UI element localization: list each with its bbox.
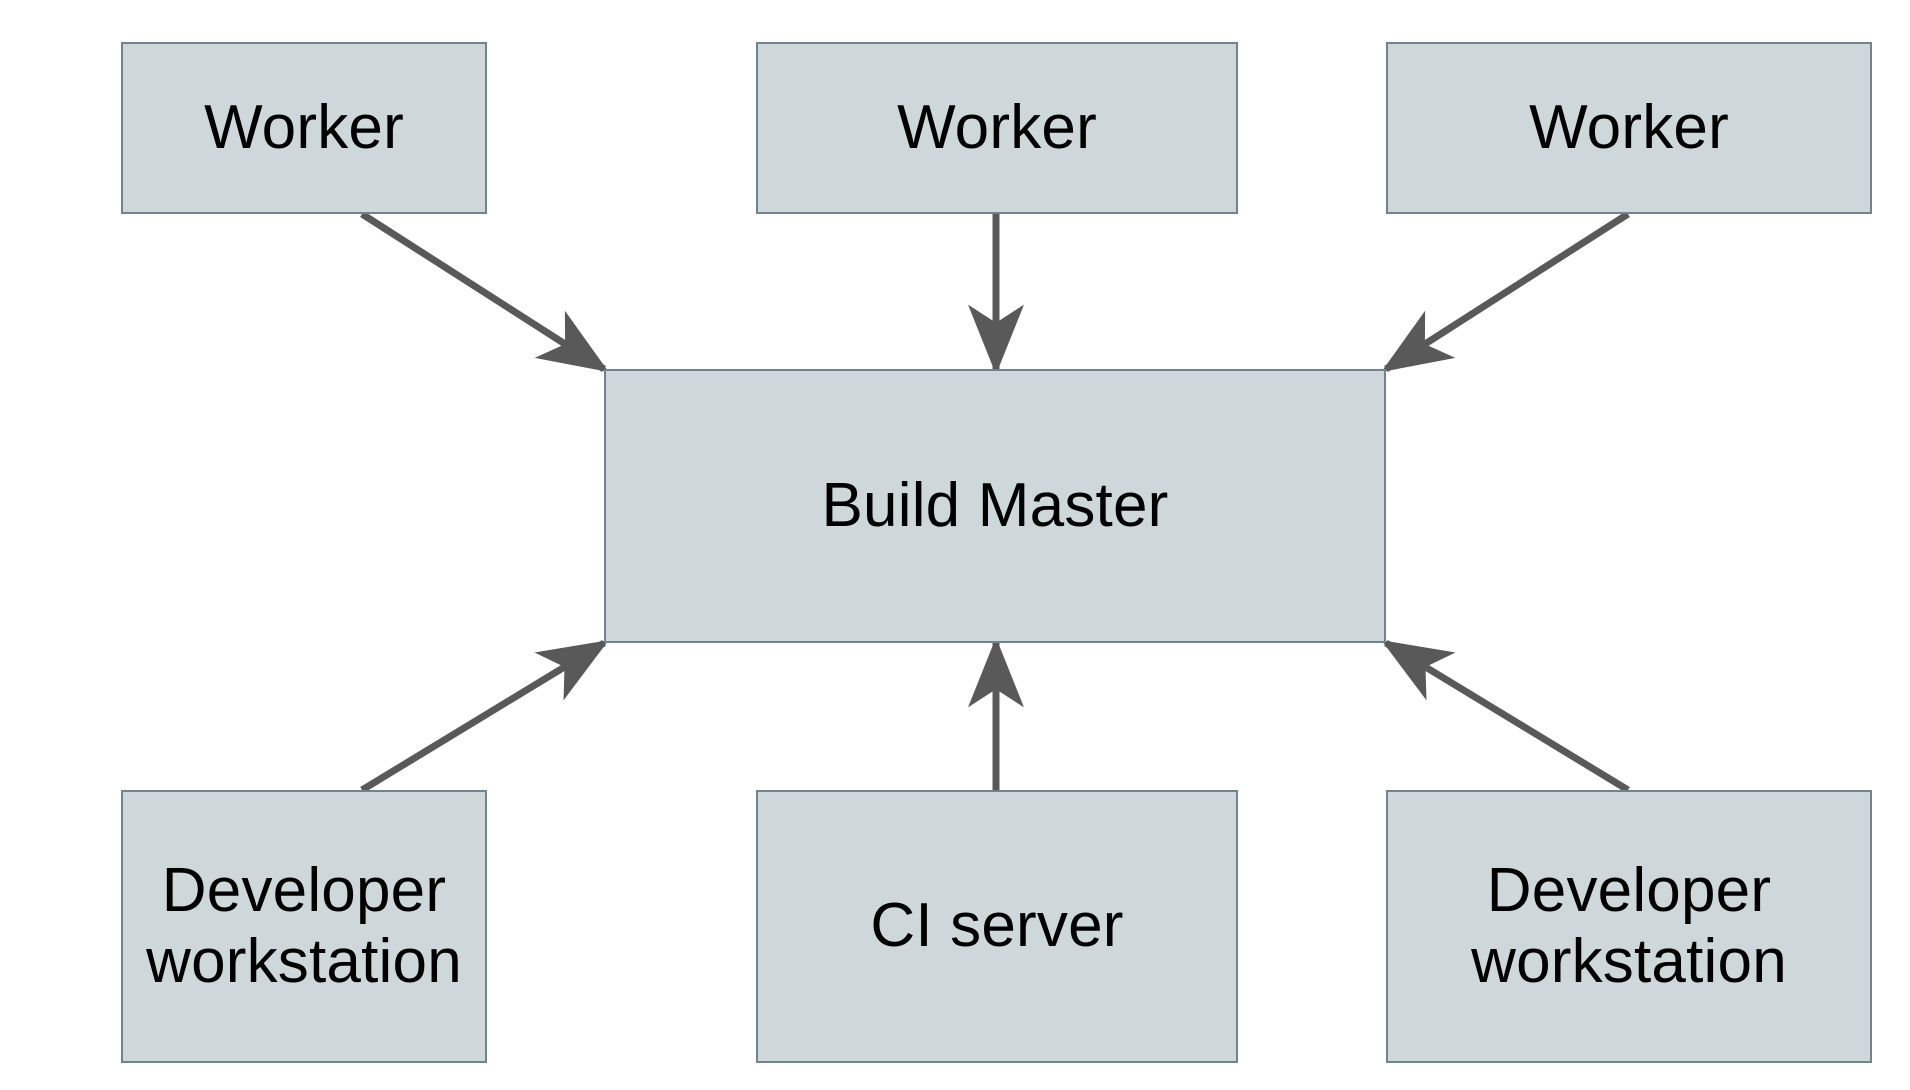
edge-developer-workstation-right-to-build-master (1381, 640, 1630, 793)
node-build-master-label: Build Master (821, 470, 1169, 540)
node-worker-2-label: Worker (897, 92, 1097, 162)
node-build-master[interactable]: Build Master (604, 369, 1386, 643)
edge-developer-workstation-left-to-build-master (360, 640, 609, 793)
node-worker-3-label: Worker (1529, 92, 1729, 162)
node-ci-server-label: CI server (870, 891, 1124, 961)
node-developer-workstation-left-label: Developer workstation (146, 855, 462, 996)
node-worker-2[interactable]: Worker (756, 42, 1238, 214)
edge-worker-3-to-build-master (1381, 211, 1630, 373)
node-developer-workstation-left[interactable]: Developer workstation (121, 790, 487, 1063)
node-worker-3[interactable]: Worker (1386, 42, 1872, 214)
node-worker-1[interactable]: Worker (121, 42, 487, 214)
node-developer-workstation-right[interactable]: Developer workstation (1386, 790, 1872, 1063)
edge-worker-1-to-build-master (360, 211, 609, 373)
node-developer-workstation-right-label: Developer workstation (1471, 855, 1787, 996)
node-ci-server[interactable]: CI server (756, 790, 1238, 1063)
node-worker-1-label: Worker (204, 92, 404, 162)
